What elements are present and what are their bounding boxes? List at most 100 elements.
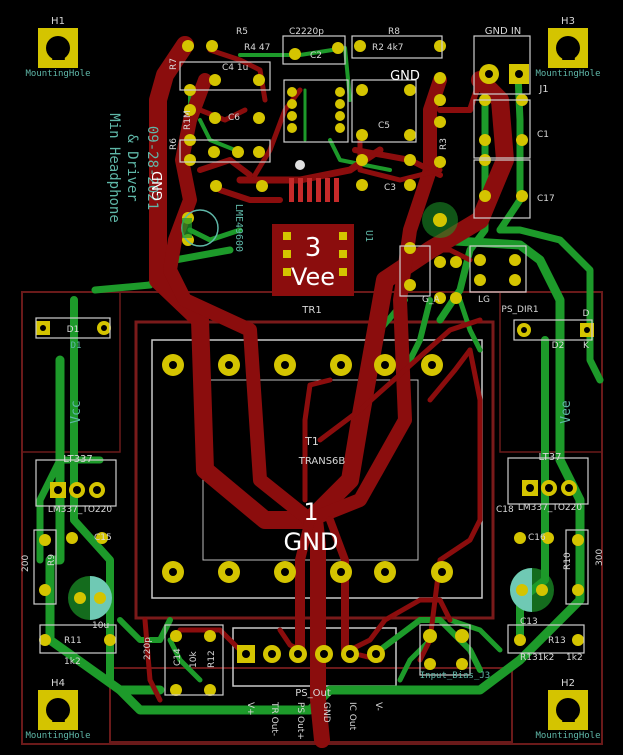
comp-label-10: R7: [169, 58, 179, 70]
left-label-6: C14: [173, 648, 183, 666]
h2-ref: H2: [561, 678, 575, 689]
h3-ref: H3: [561, 16, 575, 27]
cap-c10: [422, 202, 458, 238]
j1-ref: J1: [538, 84, 548, 95]
left-label-7: R12: [207, 650, 217, 668]
left-label-1: R9: [47, 554, 57, 566]
comp-label-12: C1: [537, 130, 549, 140]
ps-dir-label: PS_DIR1: [501, 305, 538, 315]
ic-value: LME49600: [233, 204, 244, 252]
diode-d2-d: D: [583, 309, 590, 319]
comp-label-9: R1M: [183, 110, 193, 130]
right-label-7: R131k2: [520, 653, 554, 663]
out-pin-label-1: TR Out-: [269, 701, 279, 736]
comp-label-4: C4 1u: [222, 63, 248, 73]
ic-pads: [283, 232, 347, 276]
comp-label-13: C17: [537, 194, 555, 204]
gnd-pad-label: GND: [283, 528, 338, 556]
right-rail-label: Vee: [559, 400, 574, 424]
title-line-2: & Driver: [124, 134, 140, 201]
right-regulator-value: LM337_TO220: [518, 503, 582, 513]
right-label-6: 1k2: [566, 653, 583, 663]
transformer-outline-ref: TR1: [301, 305, 321, 316]
h4-ref: H4: [51, 678, 65, 689]
h1-pad-number: 1: [48, 33, 67, 68]
left-label-8: 10k: [189, 651, 199, 668]
comp-label-15: R8: [388, 27, 400, 37]
transformer-ref: T1: [304, 435, 319, 448]
diode-d2: D2: [552, 341, 565, 351]
comp-label-14: R5: [236, 27, 248, 37]
title-line-3: 09-28-2021: [144, 126, 160, 210]
cap-c16: [510, 568, 554, 612]
input-bias-label: Input_Bias_J3: [420, 671, 490, 681]
gnd-top-label: GND: [390, 69, 420, 84]
u1-pin1-marker: [295, 160, 305, 170]
right-label-4: 300: [595, 549, 605, 566]
comp-label-1: C2: [310, 51, 322, 61]
output-connector-pads: [237, 645, 385, 663]
diode-d2-k: K: [583, 341, 590, 351]
diode-d1: D1: [67, 325, 80, 335]
h2-pad-number: 1: [558, 695, 577, 730]
cap-c15: [68, 576, 112, 620]
left-label-9: 220p: [143, 637, 153, 660]
output-pin-labels: V+ TR Out- PS Out+ GND IC Out V-: [245, 701, 383, 740]
diode-d1-pads: [36, 321, 111, 335]
right-label-2: C13: [520, 617, 538, 627]
left-label-3: R11: [64, 636, 82, 646]
left-label-4: 1k2: [64, 657, 81, 667]
left-regulator-pads: [50, 482, 105, 498]
left-component-labels: C15 R9 200 R11 1k2 10u C14 R12 10k 220p: [21, 533, 217, 668]
right-regulator-ref: LT37: [538, 452, 561, 463]
comp-label-3: C2220p: [289, 27, 324, 37]
ic-ref: U1: [363, 230, 374, 242]
comp-label-6: C5: [378, 121, 390, 131]
gnd-left-label: GND: [151, 171, 166, 201]
comp-label-16: G_A: [422, 295, 440, 305]
h1-ref: H1: [51, 16, 65, 27]
mounting-hole-h2: [548, 690, 588, 730]
title-line-1: Min Headphone: [106, 113, 122, 223]
left-label-0: C15: [94, 533, 112, 543]
mounting-hole-h1: [38, 28, 78, 68]
vee-zone-label: Vee: [291, 263, 335, 291]
gnd-in-label: GND IN: [485, 26, 522, 37]
comp-label-17: LG: [478, 295, 490, 305]
comp-label-2: R2 4k7: [372, 43, 404, 53]
h3-pad-number: 1: [558, 33, 577, 68]
right-regulator-pads: [522, 480, 577, 496]
h4-pad-number: 1: [48, 695, 67, 730]
mounting-hole-h4: [38, 690, 78, 730]
left-rail-label: Vcc: [69, 400, 84, 423]
out-pin-label-2: PS Out+: [295, 702, 305, 740]
out-pin-label-4: IC Out: [347, 702, 357, 731]
out-pin-label-0: V+: [245, 702, 255, 716]
silkscreen-outlines: [33, 35, 593, 696]
out-pin-label-3: GND: [321, 702, 331, 723]
h4-label: MountingHole: [25, 731, 90, 741]
comp-label-11: R3: [439, 138, 449, 150]
diode-d1-fab: D1: [71, 341, 82, 351]
right-label-0: C18: [496, 505, 514, 515]
comp-label-7: C3: [384, 183, 396, 193]
pads-layer: [36, 28, 594, 730]
comp-label-5: C6: [228, 113, 240, 123]
right-label-3: R10: [563, 552, 573, 570]
u1-smd-fingers: [289, 178, 339, 202]
h1-label: MountingHole: [25, 69, 90, 79]
board-title: Min Headphone & Driver 09-28-2021: [106, 113, 160, 223]
right-component-labels: C18 C16 C13 R10 300 R13 1k2 R131k2: [496, 505, 605, 663]
left-regulator-ref: LT337: [63, 454, 92, 465]
gnd-pad-number: 1: [303, 498, 318, 526]
transformer-pad-holes: [169, 361, 446, 576]
transformer-value: TRANS6B: [298, 456, 346, 467]
cap-c9: [181, 209, 219, 247]
diode-d2-pads: [517, 323, 594, 337]
h3-label: MountingHole: [535, 69, 600, 79]
comp-label-8: R6: [169, 138, 179, 150]
j1-pads: [479, 64, 529, 84]
right-label-1: C16: [528, 533, 546, 543]
mounting-hole-h3: [548, 28, 588, 68]
